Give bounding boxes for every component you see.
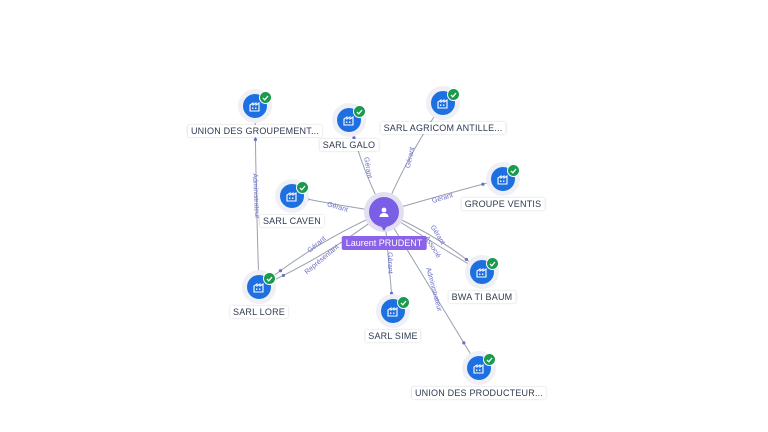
company-label[interactable]: UNION DES GROUPEMENT... xyxy=(187,125,323,137)
building-icon[interactable] xyxy=(243,94,267,118)
check-icon xyxy=(483,353,496,366)
edge-label: Gérant xyxy=(431,192,454,205)
company-label[interactable]: SARL GALO xyxy=(319,139,379,151)
person-label[interactable]: Laurent PRUDENT xyxy=(341,236,427,250)
edge-label: Gérant xyxy=(326,201,349,214)
check-icon xyxy=(486,257,499,270)
edge-arrow xyxy=(481,182,485,186)
company-label[interactable]: SARL LORE xyxy=(230,306,288,318)
company-label[interactable]: SARL CAVEN xyxy=(259,215,325,227)
check-icon xyxy=(397,296,410,309)
edge-label: Gérant xyxy=(307,235,328,254)
edge-label: Gérant xyxy=(362,157,373,179)
edge-arrow xyxy=(253,138,258,142)
check-icon xyxy=(447,88,460,101)
edge-label: Administrateur xyxy=(251,173,260,219)
edge-arrow xyxy=(352,136,356,140)
check-icon xyxy=(263,272,276,285)
edge-arrow xyxy=(464,257,469,262)
edge-arrow xyxy=(281,273,286,278)
check-icon xyxy=(507,164,520,177)
company-label[interactable]: UNION DES PRODUCTEUR... xyxy=(411,387,547,399)
check-icon xyxy=(353,105,366,118)
company-label[interactable]: GROUPE VENTIS xyxy=(461,198,545,210)
check-icon xyxy=(296,181,309,194)
check-icon xyxy=(259,91,272,104)
company-label[interactable]: SARL SIME xyxy=(365,330,421,342)
edge-arrow xyxy=(462,341,466,345)
company-label[interactable]: BWA TI BAUM xyxy=(448,291,516,303)
edge-label: Gérant xyxy=(405,146,416,168)
company-label[interactable]: SARL AGRICOM ANTILLE... xyxy=(380,122,506,134)
edge-label: Administrateur xyxy=(424,267,443,313)
edge-arrow xyxy=(278,269,283,273)
person-icon[interactable] xyxy=(369,197,399,227)
edge-label: Gérant xyxy=(386,252,394,274)
marker-pointer xyxy=(379,223,389,231)
edge-center-union-producteur xyxy=(383,211,480,369)
